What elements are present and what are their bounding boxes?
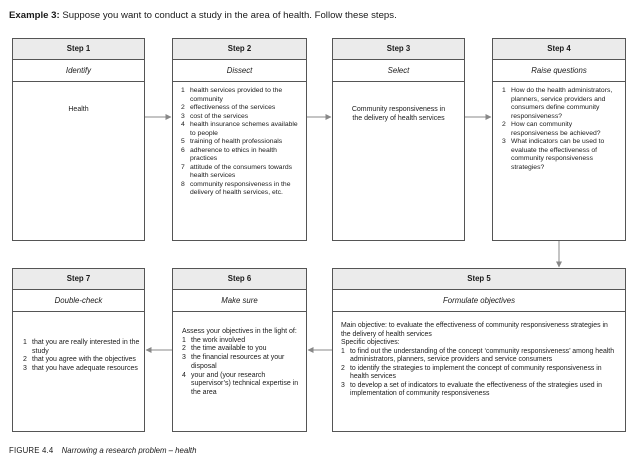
step-3-title: Step 3 xyxy=(333,39,464,60)
step-3-box: Step 3 Select Community responsiveness i… xyxy=(332,38,465,241)
intro-line: Example 3: Suppose you want to conduct a… xyxy=(9,10,397,21)
intro-label: Example 3: xyxy=(9,10,60,21)
step-2-title: Step 2 xyxy=(173,39,306,60)
step-2-subtitle: Dissect xyxy=(173,60,306,82)
figure-caption: FIGURE 4.4 Narrowing a research problem … xyxy=(9,446,196,455)
step-5-main-objective: Main objective: to evaluate the effectiv… xyxy=(341,322,608,338)
step-1-text: Health xyxy=(68,106,89,113)
step-6-box: Step 6 Make sure Assess your objectives … xyxy=(172,268,307,432)
step-1-title: Step 1 xyxy=(13,39,144,60)
step-5-specific-label: Specific objectives: xyxy=(341,339,400,346)
step-6-subtitle: Make sure xyxy=(173,290,306,312)
step-5-subtitle: Formulate objectives xyxy=(333,290,625,312)
step-7-subtitle: Double-check xyxy=(13,290,144,312)
step-5-title: Step 5 xyxy=(333,269,625,290)
step-1-subtitle: Identify xyxy=(13,60,144,82)
step-7-title: Step 7 xyxy=(13,269,144,290)
step-3-subtitle: Select xyxy=(333,60,464,82)
step-3-text: Community responsiveness in the delivery… xyxy=(351,106,446,122)
intro-text: Suppose you want to conduct a study in t… xyxy=(62,10,397,21)
step-1-box: Step 1 Identify Health xyxy=(12,38,145,241)
step-5-box: Step 5 Formulate objectives Main objecti… xyxy=(332,268,626,432)
figure-title: Narrowing a research problem – health xyxy=(61,446,197,455)
step-6-title: Step 6 xyxy=(173,269,306,290)
figure-label: FIGURE 4.4 xyxy=(9,446,54,455)
step-4-title: Step 4 xyxy=(493,39,625,60)
step-4-subtitle: Raise questions xyxy=(493,60,625,82)
step-6-lead: Assess your objectives in the light of: xyxy=(182,328,297,335)
